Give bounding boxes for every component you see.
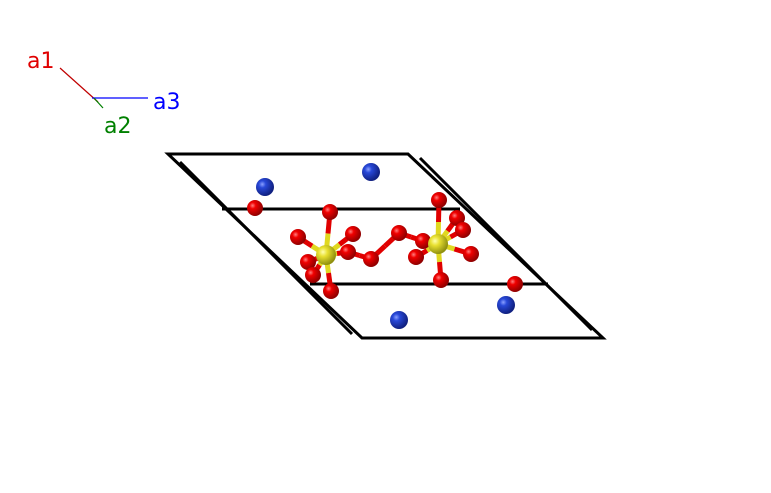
oxygen-atom[interactable]	[323, 283, 339, 299]
oxygen-atom[interactable]	[247, 200, 263, 216]
oxygen-atom[interactable]	[431, 192, 447, 208]
oxygen-atom[interactable]	[391, 225, 407, 241]
oxygen-atom[interactable]	[300, 254, 316, 270]
oxygen-atom[interactable]	[363, 251, 379, 267]
oxygen-atom[interactable]	[408, 249, 424, 265]
oxygen-atom[interactable]	[507, 276, 523, 292]
cation-atom[interactable]	[256, 178, 274, 196]
oxygen-atom[interactable]	[433, 272, 449, 288]
a2-label: a2	[104, 114, 131, 139]
oxygen-atom[interactable]	[305, 267, 321, 283]
cation-atom[interactable]	[497, 296, 515, 314]
oxygen-atom[interactable]	[415, 233, 431, 249]
oxygen-atom[interactable]	[455, 222, 471, 238]
a1-label: a1	[27, 49, 54, 74]
oxygen-atom[interactable]	[463, 246, 479, 262]
sulfur-atom[interactable]	[428, 234, 448, 254]
oxygen-atom[interactable]	[345, 226, 361, 242]
oxygen-atom[interactable]	[322, 204, 338, 220]
oxygen-atom[interactable]	[340, 244, 356, 260]
axis-indicator: a1 a3 a2	[27, 49, 180, 139]
cation-atom[interactable]	[362, 163, 380, 181]
sulfur-atom[interactable]	[316, 245, 336, 265]
oxygen-atom[interactable]	[449, 210, 465, 226]
a3-label: a3	[153, 90, 180, 115]
a2-axis-line	[93, 97, 104, 109]
atoms	[247, 163, 523, 329]
a1-axis-line	[59, 67, 99, 103]
oxygen-atom[interactable]	[290, 229, 306, 245]
cation-atom[interactable]	[390, 311, 408, 329]
